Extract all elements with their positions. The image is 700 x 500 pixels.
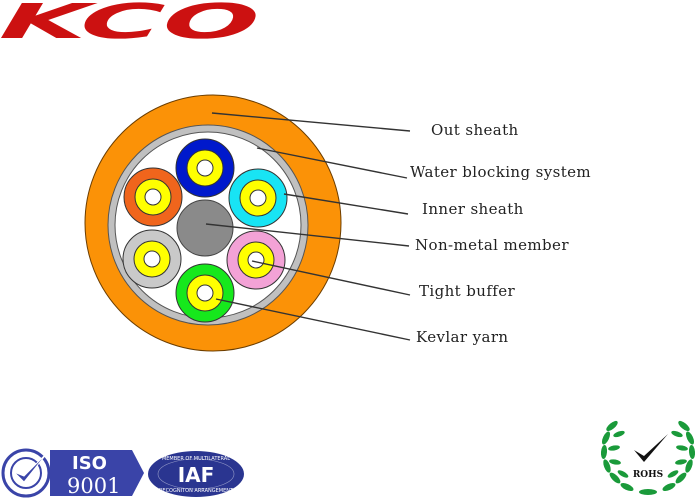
iso-bottom-text: 9001 — [67, 474, 120, 498]
laurel-wreath-icon — [600, 420, 696, 495]
leader-water-blocking — [256, 147, 408, 179]
iso-9001-badge: ISO 9001 — [1, 448, 144, 498]
iso-top-text: ISO — [72, 453, 107, 474]
tube-blue — [175, 138, 235, 198]
iaf-badge: MEMBER OF MULTILATERAL IAF RECOGNITON AR… — [148, 451, 244, 497]
iaf-text: IAF — [178, 463, 215, 487]
iaf-ring-bottom: RECOGNITON ARRANGEMENT — [159, 488, 234, 494]
leader-kevlar-yarn — [215, 298, 411, 341]
label-out-sheath: Out sheath — [431, 121, 519, 139]
iaf-ring-top: MEMBER OF MULTILATERAL — [162, 456, 230, 462]
tube-green — [175, 263, 235, 323]
kco-logo: KCO — [0, 0, 263, 44]
label-inner-sheath: Inner sheath — [422, 200, 524, 218]
label-kevlar-yarn: Kevlar yarn — [416, 328, 509, 346]
rohs-text: ROHS — [633, 470, 663, 480]
label-water-blocking-system: Water blocking system — [410, 163, 592, 181]
logo-text: KCO — [0, 0, 263, 44]
tube-orange — [123, 167, 183, 227]
checkmark-icon — [13, 451, 49, 483]
non-metal-member — [176, 199, 234, 257]
tube-pink — [226, 230, 286, 290]
leader-tight-buffer — [251, 260, 411, 296]
leader-non-metal-member — [205, 223, 410, 247]
label-non-metal-member: Non-metal member — [415, 236, 569, 254]
tube-cyan — [228, 168, 288, 228]
rohs-badge: ROHS — [600, 420, 696, 495]
label-tight-buffer: Tight buffer — [419, 282, 516, 300]
tube-gray — [122, 229, 182, 289]
leader-out-sheath — [211, 112, 411, 132]
leader-inner-sheath — [283, 193, 409, 215]
checkmark-icon — [634, 434, 668, 462]
